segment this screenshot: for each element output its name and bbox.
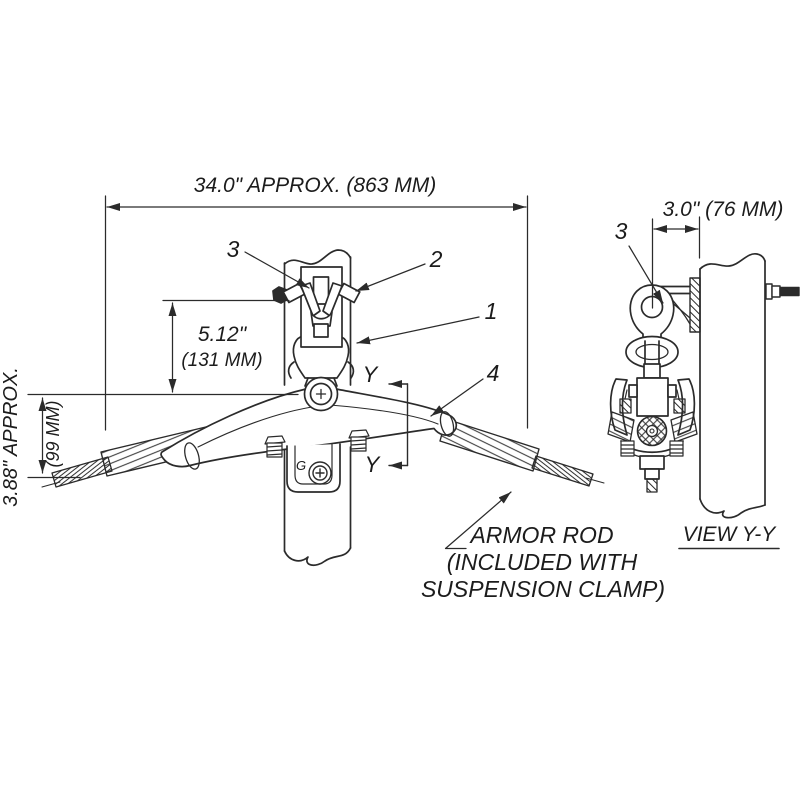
bell-mouth-left [184,442,200,470]
callout-1: 1 [356,298,498,345]
clamp-bolt-left [266,442,283,458]
armor-note-line1: ARMOR ROD [468,522,613,548]
dim-drop-mm-text: (131 MM) [181,350,262,371]
pole-through-bolt [765,283,800,300]
stud-right [669,440,684,457]
dim-height: 3.88" APPROX. (99 MM) [0,367,81,507]
bracket-flange [689,277,701,333]
armor-bundle-right [670,411,698,443]
armor-rod-leader [444,491,512,550]
callout-2: 2 [355,246,443,292]
armor-note-line3: SUSPENSION CLAMP) [421,576,665,602]
dim-overall-width: 34.0" APPROX. (863 MM) [104,174,529,431]
section-marker: Y Y [363,362,409,477]
conductor-right [439,418,605,487]
section-y-upper: Y [363,362,379,387]
dim-drop-in-text: 5.12" [198,323,248,346]
dim-overall-width-text: 34.0" APPROX. (863 MM) [194,174,436,197]
callout-4-text: 4 [487,360,500,386]
view-label: VIEW Y-Y [678,523,780,550]
dim-height-mm-text: (99 MM) [43,401,63,468]
pole-side-top-break [699,253,766,270]
armor-note-line2: (INCLUDED WITH [447,549,638,575]
bell-mouth-right [439,411,455,437]
callout-1-text: 1 [485,298,498,324]
pole-side-bottom-break [699,498,766,519]
dim-height-in-text: 3.88" APPROX. [0,367,22,507]
clamp-pivot-bolt [303,376,339,412]
keeper-plate: G [286,443,341,493]
bottom-stem [639,455,665,493]
side-view: 3.0" (76 MM) 3 VIEW Y-Y [607,198,800,550]
callout-3-text: 3 [227,236,240,262]
pole-side [699,253,766,519]
dim-bracket-offset-text: 3.0" (76 MM) [663,198,784,221]
armor-bundle-left [607,411,635,443]
callout-3: 3 [227,236,310,289]
section-y-lower: Y [365,452,381,477]
callout-3-side-text: 3 [615,218,628,244]
pole-bottom-break [283,547,352,567]
ground-label: G [296,458,306,473]
clamp-bolt-right [350,436,367,452]
dim-drop: 5.12" (131 MM) [27,299,299,396]
ground-screw [308,461,332,485]
callout-3-side: 3 [615,218,664,304]
dim-bracket-offset: 3.0" (76 MM) [651,198,784,309]
pole-top-break [283,249,352,265]
conductor-right-strands [531,455,594,487]
clamp-cross-section [607,363,698,493]
view-label-text: VIEW Y-Y [683,523,778,546]
armor-rod-note: ARMOR ROD (INCLUDED WITH SUSPENSION CLAM… [421,491,665,602]
pole-lower [283,446,352,567]
main-view: G 34.0" APPROX. (8 [0,174,665,602]
stud-left [620,440,635,457]
callout-4: 4 [430,360,500,417]
clevis-assembly [272,282,361,338]
callout-2-text: 2 [429,246,443,272]
